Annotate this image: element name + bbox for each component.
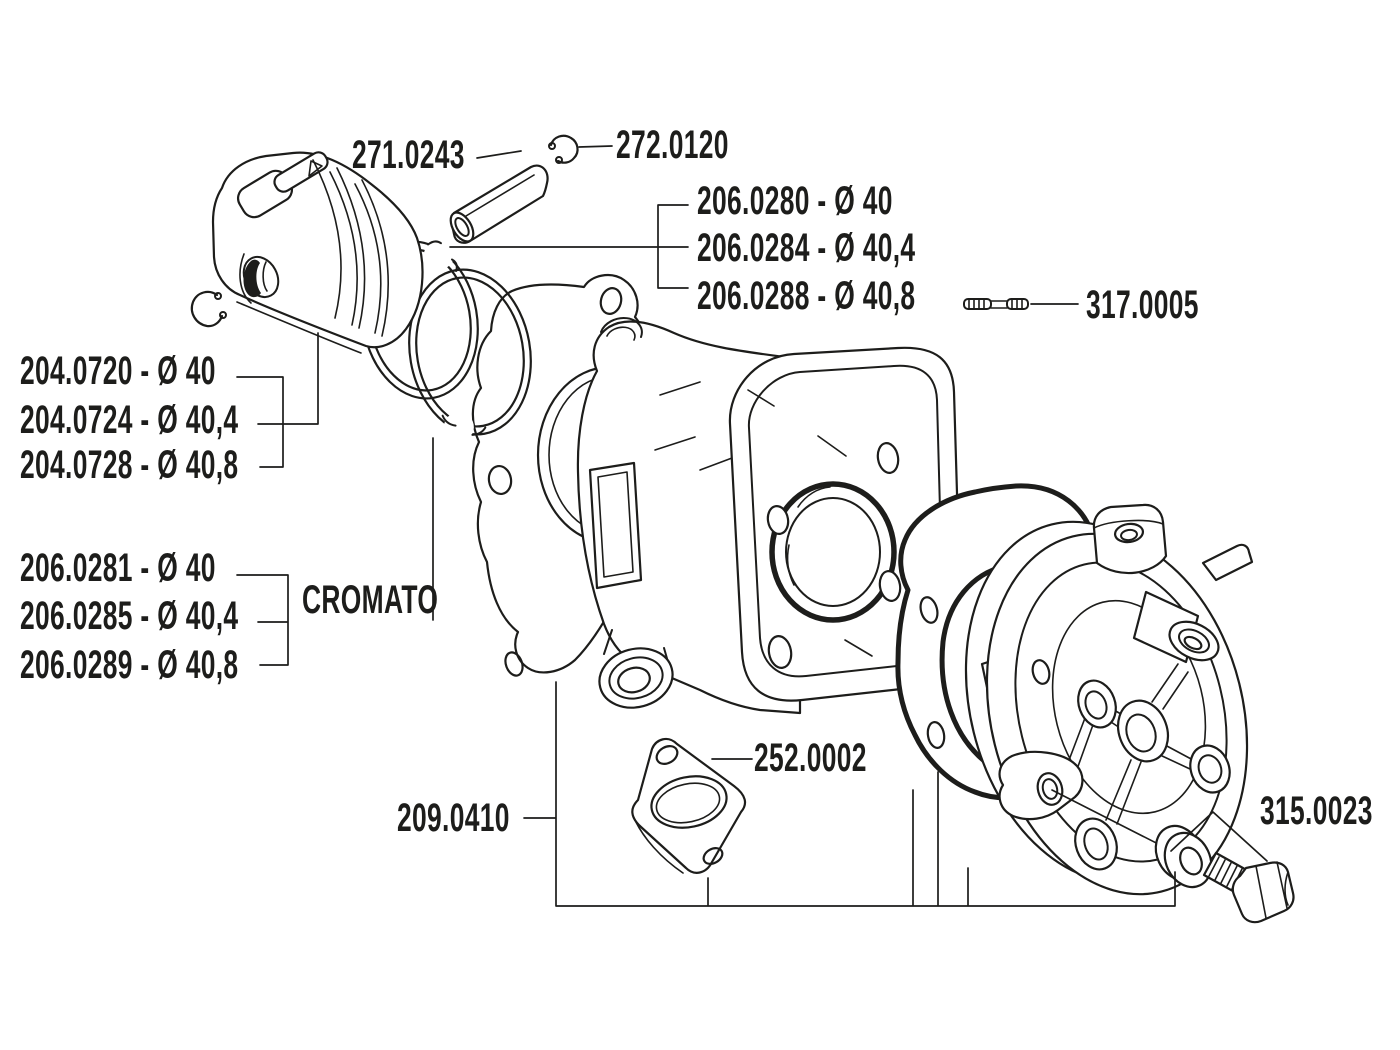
exhaust-gasket-drawing (631, 737, 747, 874)
part-label-chrome-ring-40-8: 206.0289 - Ø 40,8 (20, 643, 239, 687)
part-label-piston-pin: 271.0243 (352, 133, 465, 177)
part-label-exhaust-gasket: 252.0002 (754, 736, 867, 780)
hex-plug-bolt-drawing (1202, 851, 1295, 924)
stud-drawing (963, 298, 1029, 310)
part-label-gasket-set: 209.0410 (397, 796, 510, 840)
part-label-ring-40-4: 206.0284 - Ø 40,4 (697, 226, 916, 270)
part-label-piston-40-4: 204.0724 - Ø 40,4 (20, 398, 239, 442)
part-label-stud: 317.0005 (1086, 283, 1199, 327)
chrome-note-label: CROMATO (302, 578, 439, 622)
circlip-top-drawing (548, 134, 579, 164)
part-label-ring-40: 206.0280 - Ø 40 (697, 179, 893, 223)
leader-lines (236, 145, 1268, 907)
piston-pin-drawing (449, 164, 549, 244)
circlip-left-drawing (190, 290, 227, 328)
part-label-head-plug: 315.0023 (1260, 789, 1373, 833)
part-label-chrome-ring-40-4: 206.0285 - Ø 40,4 (20, 594, 239, 638)
part-label-piston-40: 204.0720 - Ø 40 (20, 349, 216, 393)
cylinder-head-drawing (964, 503, 1254, 896)
part-label-ring-40-8: 206.0288 - Ø 40,8 (697, 274, 916, 318)
part-label-chrome-ring-40: 206.0281 - Ø 40 (20, 546, 216, 590)
part-label-circlip: 272.0120 (616, 123, 729, 167)
piston-drawing (211, 151, 424, 354)
part-label-piston-40-8: 204.0728 - Ø 40,8 (20, 443, 239, 487)
